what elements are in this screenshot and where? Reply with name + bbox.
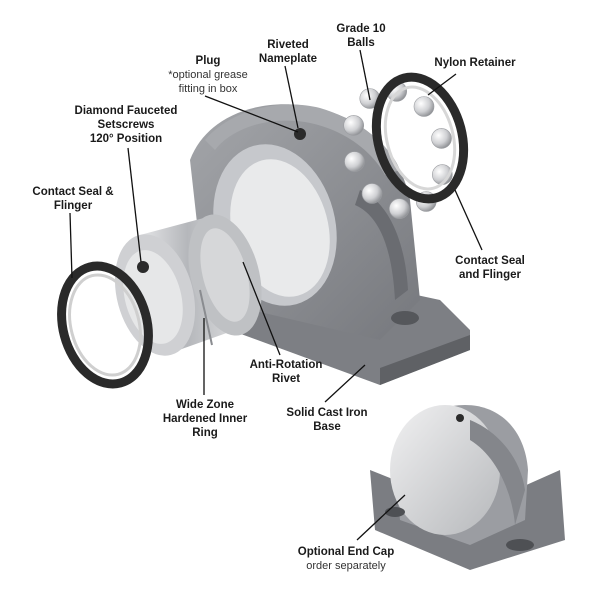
label-optional-end-cap-title: Optional End Cap [297,546,395,558]
label-plug-note-1: *optional grease [168,69,248,81]
label-wide-zone: Wide Zone Hardened Inner Ring [150,398,260,440]
plug-icon [294,128,306,140]
label-solid-cast-iron-2: Base [313,421,341,433]
label-diamond-setscrews-3: 120° Position [89,133,163,145]
label-anti-rotation-rivet: Anti-Rotation Rivet [236,358,336,386]
label-grade10-balls-1: Grade 10 [336,23,386,35]
label-wide-zone-1: Wide Zone [175,399,235,411]
label-optional-end-cap-note: order separately [306,560,386,572]
label-optional-end-cap: Optional End Cap order separately [288,545,404,573]
label-grade10-balls-2: Balls [347,37,375,49]
setscrew-icon [137,261,149,273]
label-contact-seal-left: Contact Seal & Flinger [18,185,128,213]
ball-icon [361,183,383,204]
label-contact-seal-right: Contact Seal and Flinger [440,254,540,282]
label-contact-seal-left-1: Contact Seal & [32,186,114,198]
assembled-unit [370,405,565,570]
label-nylon-retainer: Nylon Retainer [420,56,530,70]
label-diamond-setscrews-2: Setscrews [97,119,155,131]
label-grade10-balls: Grade 10 Balls [316,22,406,50]
label-riveted-nameplate: Riveted Nameplate [238,38,338,66]
contact-seal-left-ring [57,261,153,389]
ball-icon [413,96,435,117]
ball-icon [388,198,410,219]
nylon-retainer-ring [371,72,469,204]
label-solid-cast-iron-1: Solid Cast Iron [286,407,368,419]
inner-ring [114,214,262,356]
label-plug-note-2: fitting in box [178,83,238,95]
label-plug-title: Plug [195,55,221,67]
label-riveted-nameplate-1: Riveted [267,39,309,51]
ball-icon [343,115,365,136]
label-nylon-retainer-1: Nylon Retainer [434,57,516,69]
ball-icon [431,128,452,149]
leader-lines [69,49,483,541]
label-riveted-nameplate-2: Nameplate [258,53,318,65]
label-anti-rotation-rivet-2: Rivet [271,373,301,385]
label-solid-cast-iron: Solid Cast Iron Base [272,406,382,434]
label-contact-seal-right-1: Contact Seal [455,255,525,267]
label-anti-rotation-rivet-1: Anti-Rotation [249,359,323,371]
label-diamond-setscrews: Diamond Fauceted Setscrews 120° Position [56,104,196,146]
label-diamond-setscrews-1: Diamond Fauceted [74,105,178,117]
label-wide-zone-3: Ring [192,427,218,439]
ball-icon [344,151,365,172]
label-plug: Plug *optional grease fitting in box [160,54,256,96]
label-wide-zone-2: Hardened Inner [162,413,248,425]
label-contact-seal-left-2: Flinger [53,200,93,212]
label-contact-seal-right-2: and Flinger [459,269,521,281]
